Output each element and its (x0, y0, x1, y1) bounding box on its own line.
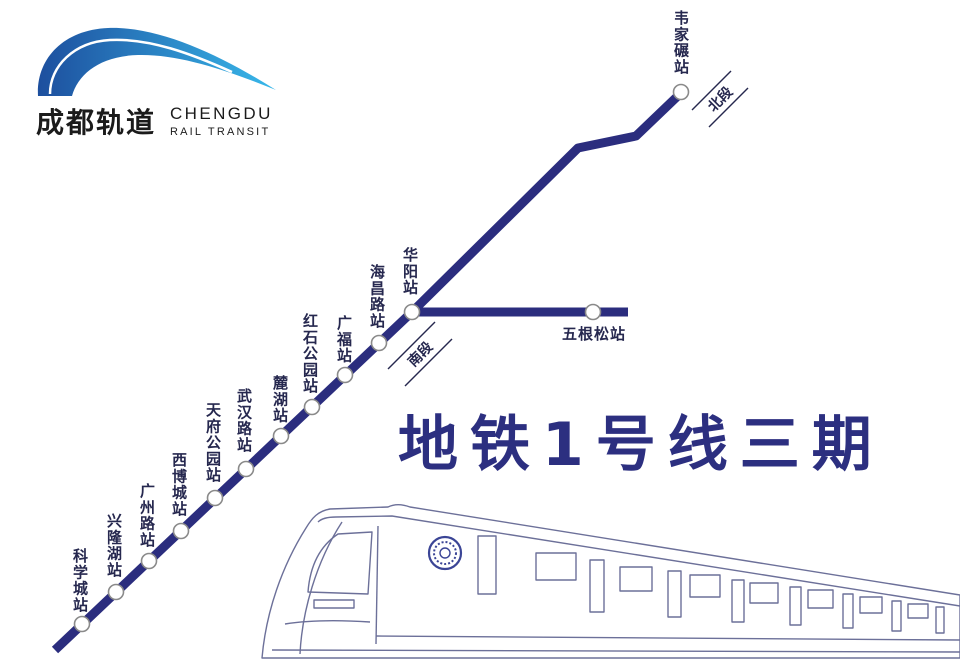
station-circle-icon (584, 303, 602, 321)
station-label: 韦家碾站 (672, 10, 690, 75)
train-window (619, 566, 653, 592)
station-circle-icon (672, 83, 690, 101)
train-skirt-line (271, 649, 960, 653)
station-label: 兴隆湖站 (105, 513, 123, 578)
train-window (807, 589, 834, 609)
train-window (667, 570, 682, 618)
train-window (859, 596, 883, 614)
station-label: 红石公园站 (301, 313, 319, 394)
station-label: 麓湖站 (271, 375, 289, 424)
logo-name-en-line1: CHENGDU (170, 104, 273, 123)
station-label: 海昌路站 (368, 264, 386, 329)
train-window (589, 559, 605, 613)
logo-swoosh-stripe (48, 38, 233, 95)
train-door-window (477, 535, 497, 595)
station-label: 天府公园站 (204, 402, 222, 483)
train-illustration (261, 504, 960, 659)
section-divider-line (708, 87, 749, 128)
section-label-south: 南段 (404, 338, 436, 370)
train-front-bumper (284, 619, 371, 625)
station-circle-icon (206, 489, 224, 507)
section-label-north: 北段 (704, 83, 736, 115)
section-divider-line (387, 321, 436, 370)
train-window (535, 552, 577, 581)
station-circle-icon (73, 615, 91, 633)
station-circle-icon (303, 398, 321, 416)
station-circle-icon (370, 334, 388, 352)
section-marker-north: 北段 (691, 70, 749, 128)
station-label: 广福站 (335, 315, 353, 364)
train-roof-line (317, 515, 960, 607)
logo-swoosh-icon (37, 27, 277, 96)
train-window (891, 600, 902, 632)
poster-title: 地铁1号线三期 (398, 410, 884, 480)
station-markers (73, 83, 690, 633)
logo-name-cn: 成都轨道 (36, 106, 157, 139)
train-window (689, 574, 721, 598)
train-windshield (307, 531, 373, 595)
station-label: 广州路站 (138, 483, 156, 548)
station-circle-icon (272, 427, 290, 445)
section-divider-line (404, 338, 453, 387)
train-window (789, 586, 802, 626)
station-circle-icon (140, 552, 158, 570)
logo-name-en-line2: RAIL TRANSIT (170, 126, 271, 138)
train-window (749, 582, 779, 604)
station-label: 西博城站 (170, 452, 188, 517)
train-emblem-icon (427, 535, 463, 571)
train-nose-edge (299, 521, 343, 655)
station-circle-icon (237, 460, 255, 478)
train-window (842, 593, 854, 629)
train-window (935, 606, 945, 634)
train-belt-line (375, 635, 960, 641)
station-label: 科学城站 (71, 548, 89, 613)
branch-station-label: 五根松站 (562, 325, 627, 343)
train-window (907, 603, 929, 619)
station-circle-icon (172, 522, 190, 540)
logo-swoosh-shape (37, 27, 277, 96)
station-circle-icon (336, 366, 354, 384)
train-body (261, 504, 960, 659)
station-circle-icon (107, 583, 125, 601)
station-circle-icon (403, 303, 421, 321)
train-door-edge (375, 525, 379, 645)
section-divider-line (691, 70, 732, 111)
train-front-logo-plate (313, 599, 355, 609)
main-line-track (51, 87, 687, 654)
train-window (731, 579, 745, 623)
station-label: 华阳站 (401, 247, 419, 296)
station-label: 武汉路站 (235, 388, 253, 453)
